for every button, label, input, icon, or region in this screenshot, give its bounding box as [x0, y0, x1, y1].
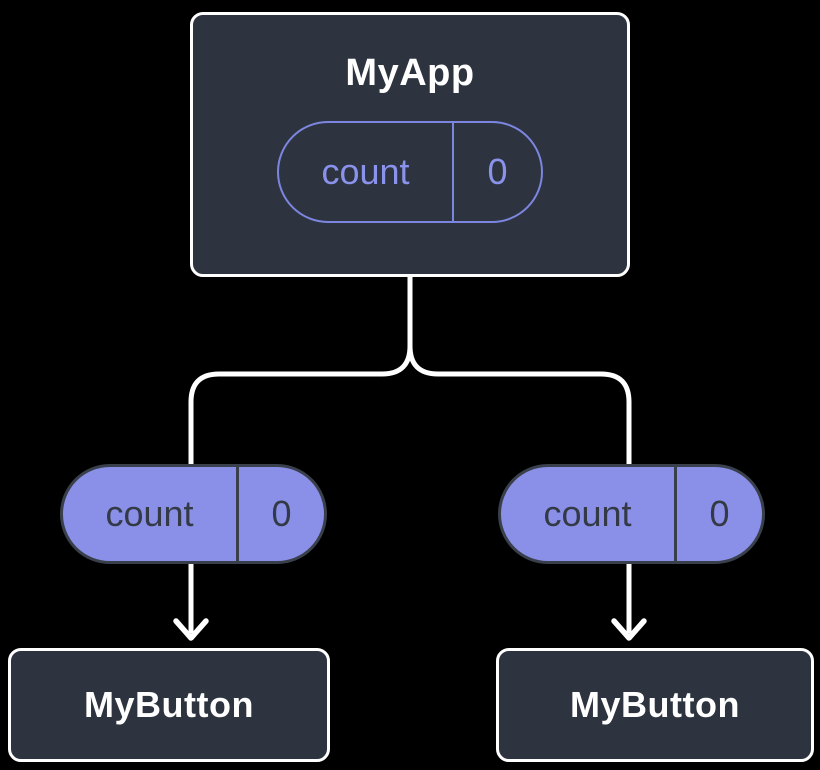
prop-name-label: count: [63, 467, 239, 561]
prop-value-label: 0: [709, 493, 730, 534]
left-mybutton-node: MyButton: [8, 648, 330, 762]
myapp-state-pill: count 0: [277, 120, 543, 223]
myapp-title: MyApp: [345, 52, 475, 94]
state-value-label: 0: [487, 150, 508, 192]
left-branch-connector: [188, 343, 413, 634]
prop-name-label: count: [501, 467, 677, 561]
left-arrowhead: [173, 618, 209, 641]
state-name-label: count: [279, 122, 454, 221]
myapp-node: MyApp count 0: [190, 12, 630, 277]
mybutton-title: MyButton: [570, 684, 740, 726]
prop-value-label: 0: [271, 493, 292, 534]
right-mybutton-node: MyButton: [496, 648, 814, 762]
mybutton-title: MyButton: [84, 684, 254, 726]
right-prop-pill: count 0: [498, 464, 765, 564]
left-prop-pill: count 0: [60, 464, 327, 564]
right-branch-connector: [407, 343, 632, 634]
right-arrowhead: [611, 618, 647, 641]
